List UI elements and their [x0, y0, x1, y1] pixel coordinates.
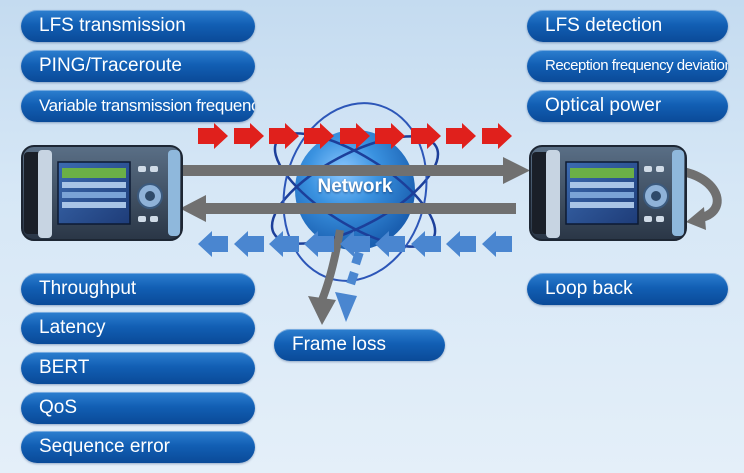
red-arrow-segment	[340, 123, 370, 149]
red-arrow-segment	[198, 123, 228, 149]
right-test-device	[529, 145, 687, 241]
blue-arrow-segment	[375, 231, 405, 257]
variable-transmission-frequency-label: Variable transmission frequency	[21, 90, 255, 122]
frame-loss-arrowhead-solid	[308, 296, 336, 325]
blue-arrow-segment	[304, 231, 334, 257]
loop-back-label: Loop back	[527, 273, 728, 305]
frame-loss-label: Frame loss	[274, 329, 445, 361]
main-arrow-right	[183, 157, 530, 184]
blue-arrow-segment	[269, 231, 299, 257]
red-arrow-segment	[234, 123, 264, 149]
main-arrow-left	[180, 195, 516, 222]
loopback-arrowhead	[686, 207, 706, 230]
red-arrow-segment	[446, 123, 476, 149]
blue-arrow-segment	[411, 231, 441, 257]
red-arrow-segment	[269, 123, 299, 149]
red-arrow-segment	[482, 123, 512, 149]
frame-loss-arrow-dashed	[335, 251, 364, 322]
blue-arrow-segment	[234, 231, 264, 257]
blue-arrow-segment	[482, 231, 512, 257]
red-arrow-segment	[411, 123, 441, 149]
ping-traceroute-label: PING/Traceroute	[21, 50, 255, 82]
throughput-label: Throughput	[21, 273, 255, 305]
latency-label: Latency	[21, 312, 255, 344]
left-test-device	[21, 145, 183, 241]
qos-label: QoS	[21, 392, 255, 424]
red-dashed-arrows	[198, 123, 512, 149]
lfs-transmission-label: LFS transmission	[21, 10, 255, 42]
blue-dashed-arrows	[198, 231, 512, 257]
red-arrow-segment	[375, 123, 405, 149]
network-label: Network	[317, 176, 393, 197]
lfs-detection-label: LFS detection	[527, 10, 728, 42]
blue-arrow-segment	[340, 231, 370, 257]
red-arrow-segment	[304, 123, 334, 149]
sequence-error-label: Sequence error	[21, 431, 255, 463]
frame-loss-arrow-solid	[318, 229, 344, 302]
reception-frequency-deviation-label: Reception frequency deviation	[527, 50, 728, 82]
blue-arrow-segment	[446, 231, 476, 257]
optical-power-label: Optical power	[527, 90, 728, 122]
bert-label: BERT	[21, 352, 255, 384]
blue-arrow-segment	[198, 231, 228, 257]
